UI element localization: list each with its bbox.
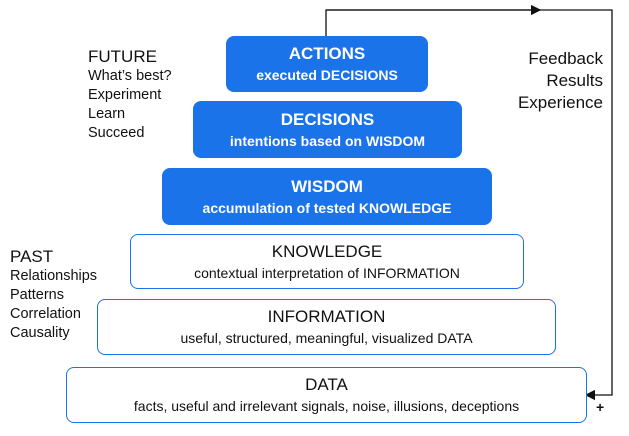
future-line: Experiment: [88, 87, 162, 103]
actions-subtitle: executed DECISIONS: [256, 67, 398, 83]
feedback-label-group: Feedback Results Experience: [518, 48, 603, 114]
past-heading: PAST: [10, 247, 54, 266]
future-label-group: FUTURE What’s best? Experiment Learn Suc…: [88, 46, 172, 143]
data-title: DATA: [305, 375, 348, 394]
knowledge-subtitle: contextual interpretation of INFORMATION: [194, 264, 460, 281]
wisdom-subtitle: accumulation of tested KNOWLEDGE: [202, 199, 452, 216]
data-box: DATA facts, useful and irrelevant signal…: [66, 367, 587, 423]
past-line: Correlation: [10, 306, 81, 322]
feedback-path: [325, 9, 613, 401]
future-line: What’s best?: [88, 68, 172, 84]
future-line: Succeed: [88, 125, 145, 141]
past-label-group: PAST Relationships Patterns Correlation …: [10, 246, 97, 343]
wisdom-box: WISDOM accumulation of tested KNOWLEDGE: [162, 168, 492, 225]
actions-title: ACTIONS: [288, 44, 366, 63]
decisions-box: DECISIONS intentions based on WISDOM: [193, 101, 462, 158]
feedback-line: Feedback: [528, 49, 603, 68]
knowledge-title: KNOWLEDGE: [271, 241, 383, 261]
future-line: Learn: [88, 106, 126, 122]
past-line: Patterns: [10, 287, 64, 303]
information-subtitle: useful, structured, meaningful, visualiz…: [180, 330, 473, 346]
wisdom-title: WISDOM: [291, 176, 363, 196]
decisions-title: DECISIONS: [280, 109, 375, 129]
past-line: Causality: [10, 325, 70, 341]
feedback-plus-sign: +: [596, 399, 605, 415]
information-box: INFORMATION useful, structured, meaningf…: [97, 299, 556, 355]
future-heading: FUTURE: [88, 47, 157, 66]
past-line: Relationships: [10, 268, 98, 284]
feedback-line: Results: [546, 71, 603, 90]
data-subtitle: facts, useful and irrelevant signals, no…: [133, 398, 520, 414]
information-title: INFORMATION: [267, 307, 386, 326]
knowledge-box: KNOWLEDGE contextual interpretation of I…: [130, 234, 524, 289]
feedback-line: Experience: [517, 93, 603, 112]
actions-box: ACTIONS executed DECISIONS: [226, 36, 428, 92]
decisions-subtitle: intentions based on WISDOM: [229, 132, 426, 149]
